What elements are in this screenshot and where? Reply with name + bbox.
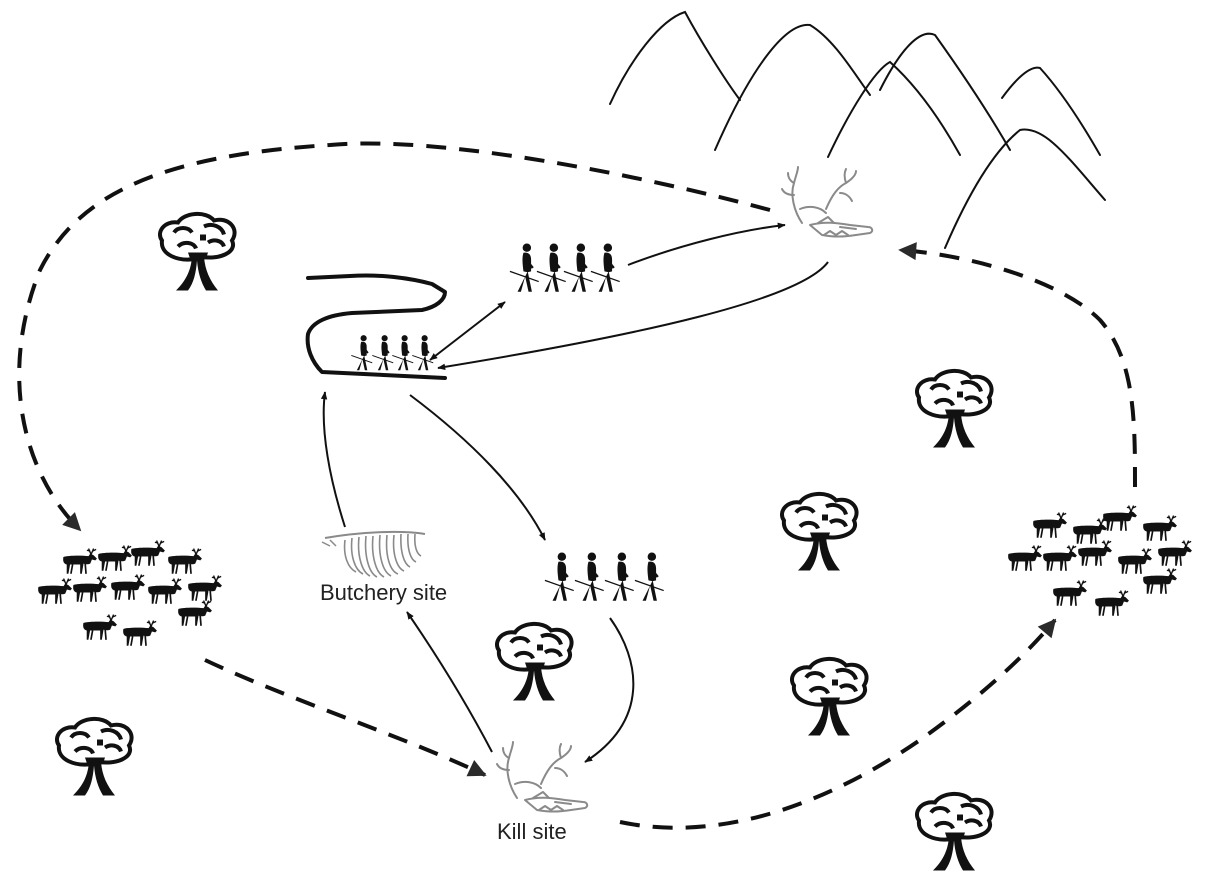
hunter-group-icon [350, 242, 666, 603]
butchery-site-label: Butchery site [320, 580, 447, 605]
reindeer-herd-west [37, 539, 223, 647]
mountain-range-icon [609, 10, 1106, 249]
kill-site-label: Kill site [497, 819, 567, 844]
hunter-group-south [543, 551, 666, 603]
tree-icon [57, 214, 992, 871]
rock-shelter-icon [305, 273, 447, 380]
ribcage-icon [321, 530, 426, 578]
hunter-group-north [508, 242, 622, 294]
hunter-movement-arrows [320, 222, 829, 763]
herd-migration-route [17, 141, 1137, 830]
hunter-group-shelter [350, 334, 435, 372]
reindeer-herd-east [1007, 504, 1193, 617]
